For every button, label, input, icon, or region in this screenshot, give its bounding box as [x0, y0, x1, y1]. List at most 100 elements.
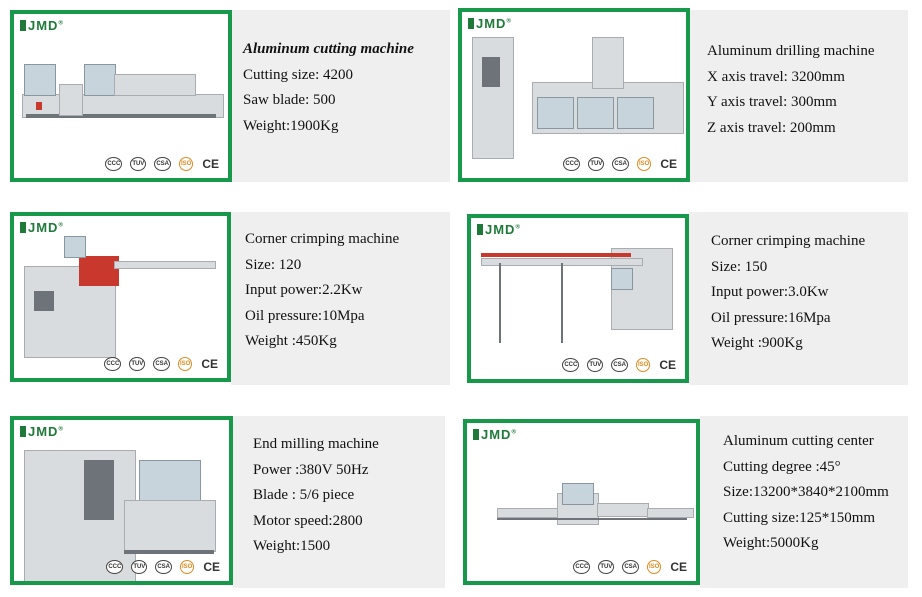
- machine-illustration: [467, 423, 696, 581]
- registered-mark: ®: [58, 426, 64, 433]
- spec-line: Weight:1900Kg: [243, 117, 339, 134]
- machine-part: [497, 508, 559, 518]
- spec-line: Size: 150: [711, 258, 768, 275]
- cert-iso-icon: ISO: [177, 357, 193, 371]
- certification-badges: CCC TUV CSA ISO CE: [563, 157, 678, 171]
- machine-part: [114, 261, 216, 269]
- spec-panel: [690, 10, 908, 182]
- spec-panel: [233, 416, 445, 588]
- spec-line: Saw blade: 500: [243, 92, 336, 109]
- cert-ce-icon: CE: [669, 560, 688, 574]
- product-title: Aluminum cutting machine: [243, 41, 414, 57]
- machine-part: [79, 256, 119, 286]
- machine-part: [84, 64, 116, 96]
- machine-part: [611, 268, 633, 290]
- spec-line: Input power:2.2Kw: [245, 282, 363, 299]
- cert-ccc-icon: CCC: [573, 560, 591, 574]
- registered-mark: ®: [511, 429, 517, 436]
- jmd-logo: JMD®: [20, 18, 64, 33]
- spec-line: Oil pressure:16Mpa: [711, 309, 831, 326]
- logo-text: JMD: [485, 222, 516, 237]
- machine-part: [36, 102, 42, 110]
- machine-part: [597, 503, 649, 517]
- spec-line: Y axis travel: 300mm: [707, 94, 837, 111]
- machine-part: [497, 518, 687, 520]
- cert-ce-icon: CE: [659, 157, 678, 171]
- cert-tuv-icon: TUV: [587, 358, 604, 372]
- registered-mark: ®: [506, 18, 512, 25]
- cert-ce-icon: CE: [658, 358, 677, 372]
- logo-text: JMD: [476, 16, 507, 31]
- cert-csa-icon: CSA: [154, 157, 171, 171]
- machine-part: [499, 263, 501, 343]
- cert-ccc-icon: CCC: [106, 560, 124, 574]
- machine-part: [124, 500, 216, 552]
- spec-line: Weight:1500: [253, 538, 331, 555]
- spec-line: Weight:5000Kg: [723, 535, 819, 552]
- machine-part: [34, 291, 54, 311]
- cert-tuv-icon: TUV: [588, 157, 605, 171]
- machine-part: [617, 97, 654, 129]
- logo-mark: [20, 20, 26, 31]
- logo-text: JMD: [481, 427, 512, 442]
- machine-illustration: [14, 14, 228, 178]
- spec-panel: [232, 10, 450, 182]
- cert-tuv-icon: TUV: [129, 357, 146, 371]
- spec-line: Power :380V 50Hz: [253, 461, 369, 478]
- machine-part: [482, 57, 500, 87]
- machine-part: [481, 253, 631, 257]
- spec-line: Oil pressure:10Mpa: [245, 307, 365, 324]
- registered-mark: ®: [58, 20, 64, 27]
- logo-text: JMD: [28, 18, 59, 33]
- jmd-logo: JMD®: [20, 220, 64, 235]
- spec-line: Weight :450Kg: [245, 333, 337, 350]
- spec-panel: [700, 416, 908, 588]
- jmd-logo: JMD®: [473, 427, 517, 442]
- spec-panel: [231, 212, 450, 385]
- machine-part: [562, 483, 594, 505]
- machine-illustration: [14, 216, 227, 378]
- spec-panel: [689, 212, 908, 385]
- logo-text: JMD: [28, 220, 59, 235]
- machine-part: [139, 460, 201, 502]
- machine-illustration: [462, 12, 686, 178]
- machine-part: [577, 97, 614, 129]
- cert-ccc-icon: CCC: [104, 357, 122, 371]
- cert-iso-icon: ISO: [178, 157, 194, 171]
- spec-line: Input power:3.0Kw: [711, 284, 829, 301]
- cert-tuv-icon: TUV: [598, 560, 615, 574]
- spec-line: Blade : 5/6 piece: [253, 487, 355, 504]
- logo-mark: [477, 224, 483, 235]
- cert-iso-icon: ISO: [636, 157, 652, 171]
- machine-part: [84, 460, 114, 520]
- product-title: Aluminum cutting center: [723, 433, 874, 449]
- machine-part: [124, 550, 214, 554]
- product-image[interactable]: JMD® CCC TUV CSA ISO CE: [458, 8, 690, 182]
- registered-mark: ®: [58, 222, 64, 229]
- cert-ce-icon: CE: [202, 560, 221, 574]
- machine-part: [561, 263, 563, 343]
- cert-ce-icon: CE: [200, 357, 219, 371]
- spec-line: Motor speed:2800: [253, 512, 363, 529]
- cert-csa-icon: CSA: [612, 157, 629, 171]
- spec-line: Cutting size:125*150mm: [723, 509, 876, 526]
- spec-line: Cutting degree :45°: [723, 458, 841, 475]
- cert-ce-icon: CE: [201, 157, 220, 171]
- product-title: End milling machine: [253, 436, 379, 452]
- machine-illustration: [14, 420, 229, 581]
- jmd-logo: JMD®: [477, 222, 521, 237]
- cert-ccc-icon: CCC: [563, 157, 581, 171]
- logo-text: JMD: [28, 424, 59, 439]
- product-title: Aluminum drilling machine: [707, 43, 875, 59]
- jmd-logo: JMD®: [468, 16, 512, 31]
- machine-illustration: [471, 218, 685, 379]
